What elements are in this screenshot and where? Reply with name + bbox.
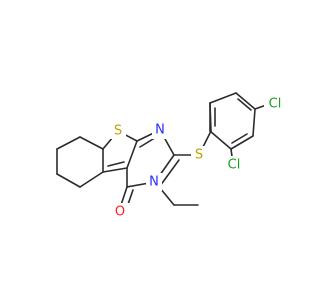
bond	[209, 130, 232, 150]
chlorine-ortho: Cl	[223, 156, 245, 174]
bond	[252, 108, 256, 137]
carbonyl-oxygen-label: O	[115, 205, 125, 220]
molecule-structure: S N N O S Cl Cl	[56, 92, 286, 221]
pyrimidine-nitrogen-top-label: N	[155, 123, 165, 138]
pyrimidine-nitrogen-top: N	[152, 121, 168, 139]
bond	[126, 140, 138, 169]
thioether-sulfur: S	[191, 146, 207, 164]
bond	[79, 171, 104, 188]
bond	[56, 173, 81, 188]
bond	[107, 161, 125, 167]
thiophene-sulfur: S	[110, 121, 126, 139]
chlorine-para-label: Cl	[269, 97, 282, 112]
bond	[237, 98, 252, 111]
bond	[79, 136, 104, 150]
carbonyl-oxygen: O	[111, 203, 129, 221]
bond	[231, 133, 248, 144]
molecule-canvas: S N N O S Cl Cl	[56, 92, 286, 221]
bond	[209, 92, 237, 104]
bond	[230, 135, 254, 150]
chlorine-ortho-label: Cl	[228, 158, 241, 173]
pyrimidine-nitrogen-ethyl-label: N	[149, 175, 159, 190]
bond	[56, 136, 81, 150]
thioether-sulfur-label: S	[195, 148, 203, 163]
bond	[159, 159, 180, 187]
pyrimidine-nitrogen-ethyl: N	[146, 173, 162, 191]
bond	[235, 92, 256, 110]
thiophene-sulfur-label: S	[114, 124, 122, 139]
bond	[102, 167, 128, 173]
chlorine-para: Cl	[264, 95, 286, 113]
